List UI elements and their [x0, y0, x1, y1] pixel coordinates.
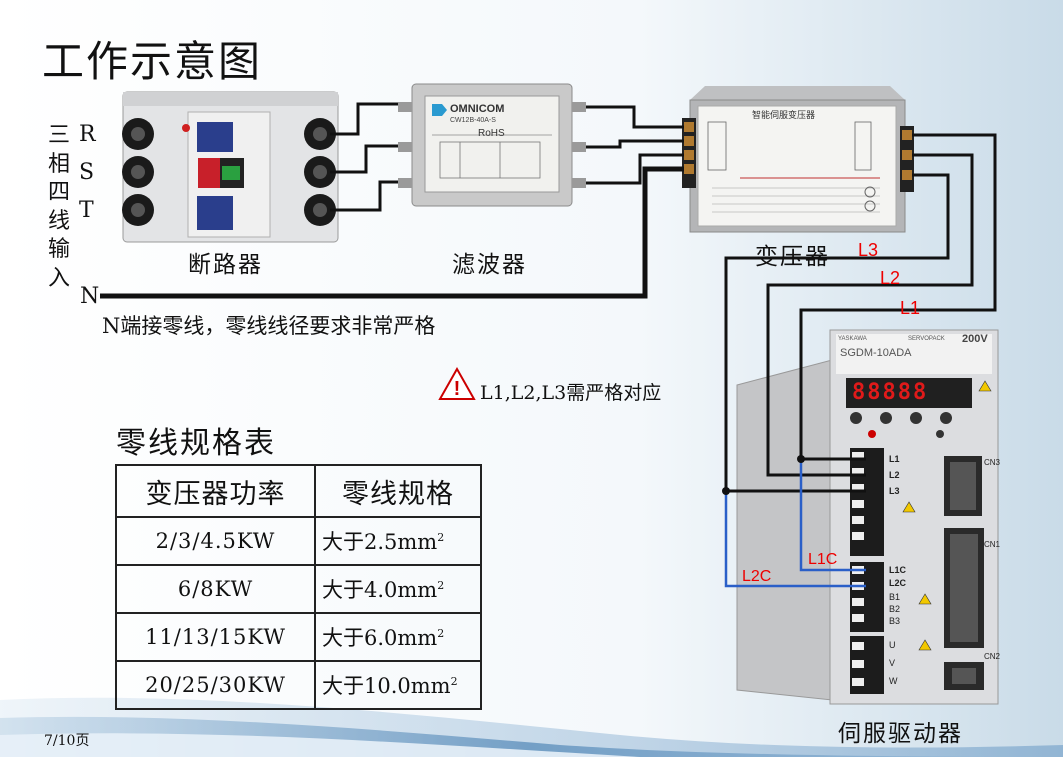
- phase-t-label: T: [79, 198, 94, 223]
- filter-label: 滤波器: [452, 252, 527, 278]
- terminal-v-label: V: [889, 658, 896, 668]
- servo-voltage: 200V: [962, 333, 988, 345]
- wire-label-l2: L2: [880, 268, 901, 288]
- wire-l2: [766, 153, 974, 477]
- cell-spec: 大于2.5mm2: [314, 516, 482, 566]
- transformer-label: 变压器: [755, 244, 830, 270]
- wire-breaker-filter-t: [330, 180, 398, 212]
- table-row: 20/25/30KW 大于10.0mm2: [115, 660, 482, 710]
- header-power: 变压器功率: [115, 464, 316, 518]
- spec-exponent: 2: [437, 627, 445, 640]
- warning-icon: !: [438, 366, 476, 400]
- neutral-note: N端接零线，零线线径要求非常严格: [102, 314, 436, 338]
- table-row: 2/3/4.5KW 大于2.5mm2: [115, 516, 482, 566]
- spec-exponent: 2: [437, 531, 445, 544]
- servo-drive-label: 伺服驱动器: [838, 721, 963, 747]
- neutral-spec-table: 变压器功率 零线规格 2/3/4.5KW 大于2.5mm2 6/8KW 大于4.…: [115, 464, 482, 710]
- header-spec: 零线规格: [314, 464, 482, 518]
- filter-model: CW12B-40A-S: [450, 117, 496, 124]
- cell-power: 11/13/15KW: [115, 612, 316, 662]
- terminal-w-label: W: [889, 676, 898, 686]
- wire-filter-transformer-3: [586, 153, 684, 185]
- wires: [100, 102, 997, 493]
- terminal-l2-label: L2: [889, 470, 900, 480]
- wire-label-l1: L1: [900, 298, 921, 318]
- breaker-label: 断路器: [188, 252, 263, 278]
- connector-cn3-label: CN3: [984, 458, 1001, 467]
- terminal-b1-label: B1: [889, 592, 901, 602]
- junction-dots: [722, 455, 805, 495]
- control-wires: [724, 459, 866, 588]
- cell-spec: 大于10.0mm2: [314, 660, 482, 710]
- cell-spec: 大于6.0mm2: [314, 612, 482, 662]
- servo-drive-device: [736, 329, 999, 705]
- wire-breaker-filter-s: [330, 144, 398, 174]
- filter-rohs: RoHS: [478, 128, 505, 139]
- connector-cn1-label: CN1: [984, 540, 1001, 549]
- label-char: 输: [47, 237, 70, 262]
- terminal-l1-label: L1: [889, 454, 900, 464]
- label-char: 三: [47, 123, 70, 148]
- wire-label-l2c: L2C: [742, 568, 772, 585]
- spec-exponent: 2: [437, 579, 445, 592]
- cell-power: 2/3/4.5KW: [115, 516, 316, 566]
- transformer-device: [682, 86, 914, 233]
- terminal-l3-label: L3: [889, 486, 900, 496]
- servo-model: SGDM-10ADA: [840, 347, 912, 359]
- wire-breaker-filter-r: [330, 102, 398, 136]
- neutral-label: N: [80, 284, 100, 309]
- terminal-l1c-label: L1C: [889, 565, 907, 575]
- terminal-b3-label: B3: [889, 616, 901, 626]
- page-number: 7/10页: [44, 733, 90, 749]
- label-char: 四: [47, 180, 70, 205]
- page-title: 工作示意图: [42, 37, 263, 86]
- servo-series: SERVOPACK: [908, 336, 945, 342]
- cell-power: 20/25/30KW: [115, 660, 316, 710]
- phase-order-warning: L1,L2,L3需严格对应: [480, 382, 662, 404]
- filter-device: [398, 83, 586, 207]
- wire-filter-transformer-1: [586, 105, 684, 129]
- table-row: 11/13/15KW 大于6.0mm2: [115, 612, 482, 662]
- phase-s-label: S: [79, 160, 95, 185]
- spec-exponent: 2: [450, 675, 458, 688]
- cell-spec: 大于4.0mm2: [314, 564, 482, 614]
- spec-value: 大于2.5mm: [322, 530, 438, 554]
- svg-text:!: !: [454, 378, 461, 400]
- label-char: 入: [47, 265, 70, 291]
- terminal-l2c-label: L2C: [889, 578, 907, 588]
- label-char: 相: [47, 151, 70, 177]
- spec-value: 大于4.0mm: [322, 578, 438, 602]
- table-row: 6/8KW 大于4.0mm2: [115, 564, 482, 614]
- servo-display: 88888: [852, 380, 929, 405]
- spec-value: 大于10.0mm: [322, 674, 451, 698]
- connector-cn2-label: CN2: [984, 652, 1001, 661]
- wire-l1: [799, 133, 997, 461]
- wire-label-l3: L3: [858, 240, 879, 260]
- phase-r-label: R: [79, 122, 96, 147]
- wire-label-l1c: L1C: [808, 551, 838, 568]
- spec-value: 大于6.0mm: [322, 626, 438, 650]
- table-header-row: 变压器功率 零线规格: [115, 464, 482, 518]
- wire-l1c: [799, 459, 866, 572]
- breaker-device: [122, 91, 339, 243]
- terminal-u-label: U: [889, 640, 896, 650]
- wire-filter-transformer-2: [586, 139, 684, 149]
- spec-table-title: 零线规格表: [116, 426, 276, 461]
- wire-l3: [724, 173, 950, 493]
- wire-neutral: [100, 166, 684, 299]
- label-char: 线: [47, 208, 70, 234]
- cell-power: 6/8KW: [115, 564, 316, 614]
- transformer-panel-title: 智能伺服变压器: [752, 111, 816, 121]
- wire-l2c: [724, 491, 866, 588]
- three-phase-input-label: 三 相 四 线 输 入: [46, 122, 72, 293]
- filter-brand: OMNICOM: [450, 103, 505, 115]
- terminal-b2-label: B2: [889, 604, 901, 614]
- servo-brand: YASKAWA: [838, 336, 867, 342]
